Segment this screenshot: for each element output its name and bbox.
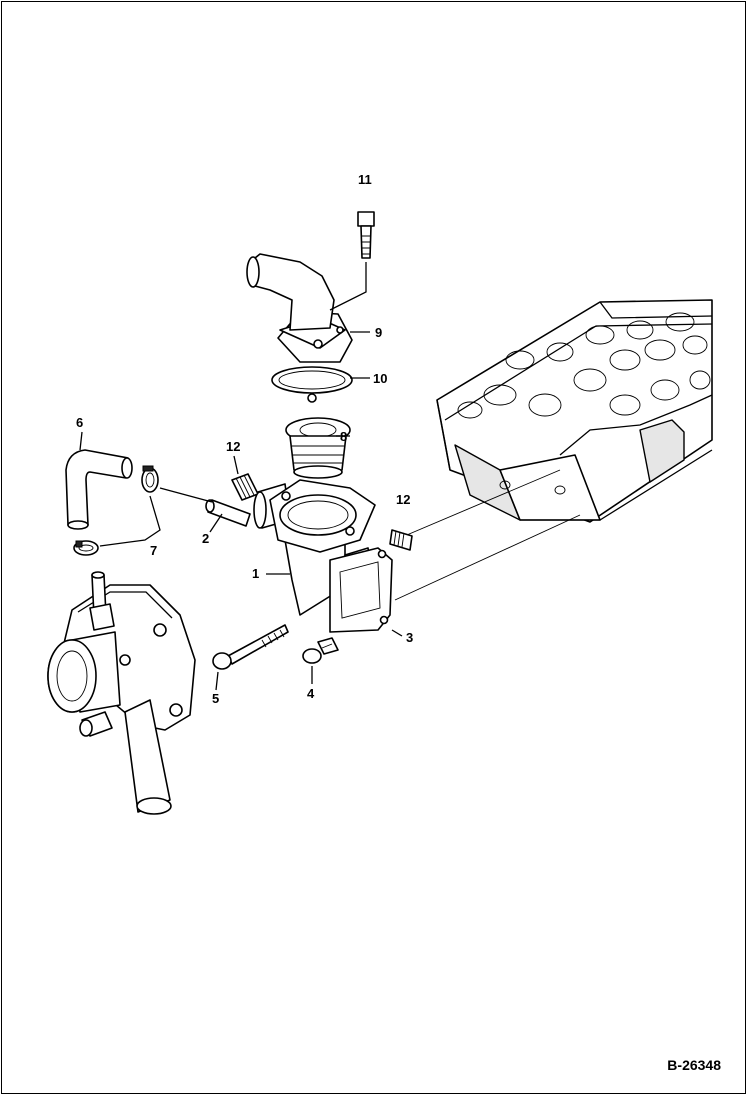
callouts: 11 9 10 8 12 12 6 2 7 1 3 4 5	[76, 172, 413, 706]
thermostat	[285, 417, 351, 479]
callout-10: 10	[373, 371, 387, 386]
callout-4: 4	[307, 686, 315, 701]
cylinder-head	[436, 299, 713, 523]
callout-2: 2	[202, 531, 209, 546]
callout-3: 3	[406, 630, 413, 645]
alignment-lines	[394, 469, 581, 601]
water-pump	[47, 571, 196, 815]
stud	[389, 529, 413, 551]
callout-9: 9	[375, 325, 382, 340]
leader-lines	[79, 262, 403, 691]
callout-5: 5	[212, 691, 219, 706]
bypass-hose	[65, 449, 133, 530]
callout-12-right: 12	[396, 492, 410, 507]
bolt-5	[212, 624, 289, 670]
pipe	[205, 499, 251, 527]
hose-clamps	[73, 465, 159, 556]
bolt-4	[302, 637, 339, 664]
callout-12-left: 12	[226, 439, 240, 454]
temperature-sensor	[231, 473, 259, 501]
figure-number: B-26348	[667, 1057, 721, 1073]
callout-7: 7	[150, 543, 157, 558]
cover-bolt	[357, 211, 375, 259]
housing-gasket	[329, 547, 393, 633]
callout-11: 11	[358, 172, 372, 187]
thermostat-cover	[246, 253, 353, 363]
callout-1: 1	[252, 566, 259, 581]
callout-8: 8	[340, 429, 347, 444]
callout-6: 6	[76, 415, 83, 430]
cover-gasket	[271, 366, 353, 403]
